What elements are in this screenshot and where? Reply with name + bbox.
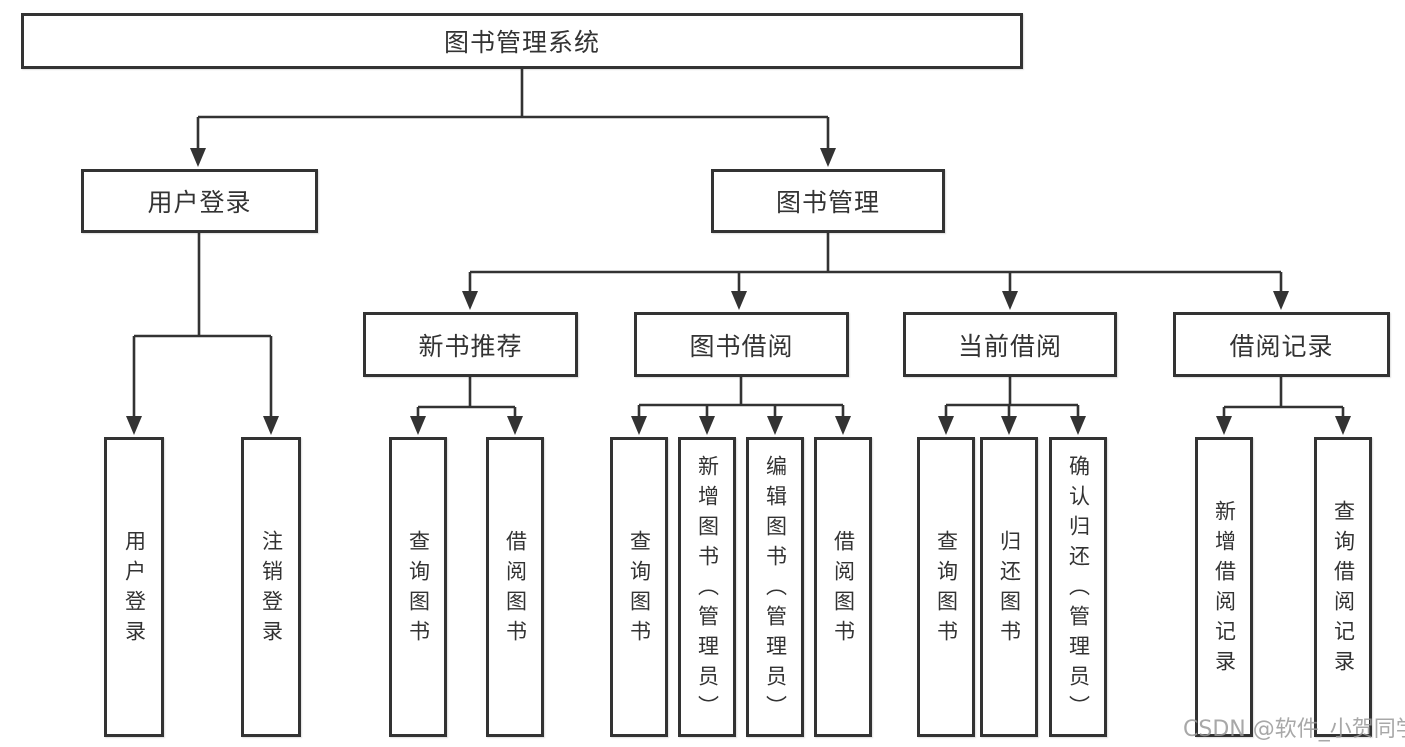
leaf-newbookrec-query-books: 查询图书 xyxy=(389,437,447,737)
leaf-currentborrow-query-books: 查询图书 xyxy=(917,437,975,737)
node-user-login: 用户登录 xyxy=(81,169,318,233)
connector-bookmgmt-to-groups xyxy=(468,233,1283,292)
leaf-bookborrow-add-books-admin: 新增图书（管理员） xyxy=(678,437,736,737)
connector-bookborrow-to-leaves xyxy=(637,377,845,417)
leaf-records-query: 查询借阅记录 xyxy=(1314,437,1372,737)
connector-currentborrow-to-leaves xyxy=(944,377,1080,417)
arrowhead xyxy=(1335,416,1351,435)
arrowhead xyxy=(126,416,142,435)
leaf-user-login: 用户登录 xyxy=(104,437,164,737)
arrowhead xyxy=(820,148,836,167)
leaf-currentborrow-return-books: 归还图书 xyxy=(980,437,1038,737)
arrowhead xyxy=(190,148,206,167)
leaf-newbookrec-borrow-books: 借阅图书 xyxy=(486,437,544,737)
arrowhead xyxy=(410,416,426,435)
connector-root-to-level2 xyxy=(196,69,830,150)
leaf-records-add: 新增借阅记录 xyxy=(1195,437,1253,737)
arrowhead xyxy=(767,416,783,435)
node-new-book-rec: 新书推荐 xyxy=(363,312,578,377)
arrowhead xyxy=(1216,416,1232,435)
arrowhead xyxy=(631,416,647,435)
node-current-borrow: 当前借阅 xyxy=(903,312,1117,377)
connector-records-to-leaves xyxy=(1222,377,1345,417)
arrowhead xyxy=(462,291,478,310)
arrowhead xyxy=(938,416,954,435)
watermark: CSDN @软件_小贺同学 xyxy=(1183,717,1405,742)
node-book-mgmt: 图书管理 xyxy=(711,169,945,233)
connector-userlogin-to-leaves xyxy=(132,233,273,417)
leaf-bookborrow-borrow-books: 借阅图书 xyxy=(814,437,872,737)
arrowhead xyxy=(1070,416,1086,435)
arrowhead xyxy=(1273,291,1289,310)
arrowhead xyxy=(507,416,523,435)
leaf-logout: 注销登录 xyxy=(241,437,301,737)
node-root: 图书管理系统 xyxy=(21,13,1023,69)
node-borrow-records: 借阅记录 xyxy=(1173,312,1390,377)
node-book-borrow: 图书借阅 xyxy=(634,312,849,377)
connector-newbookrec-to-leaves xyxy=(416,377,517,417)
leaf-bookborrow-edit-books-admin: 编辑图书（管理员） xyxy=(746,437,804,737)
leaf-currentborrow-confirm-return-admin: 确认归还（管理员） xyxy=(1049,437,1107,737)
arrowhead xyxy=(731,291,747,310)
leaf-bookborrow-query-books: 查询图书 xyxy=(610,437,668,737)
arrowhead xyxy=(263,416,279,435)
arrowhead xyxy=(835,416,851,435)
arrowhead xyxy=(1001,416,1017,435)
arrowhead xyxy=(699,416,715,435)
arrowhead xyxy=(1002,291,1018,310)
